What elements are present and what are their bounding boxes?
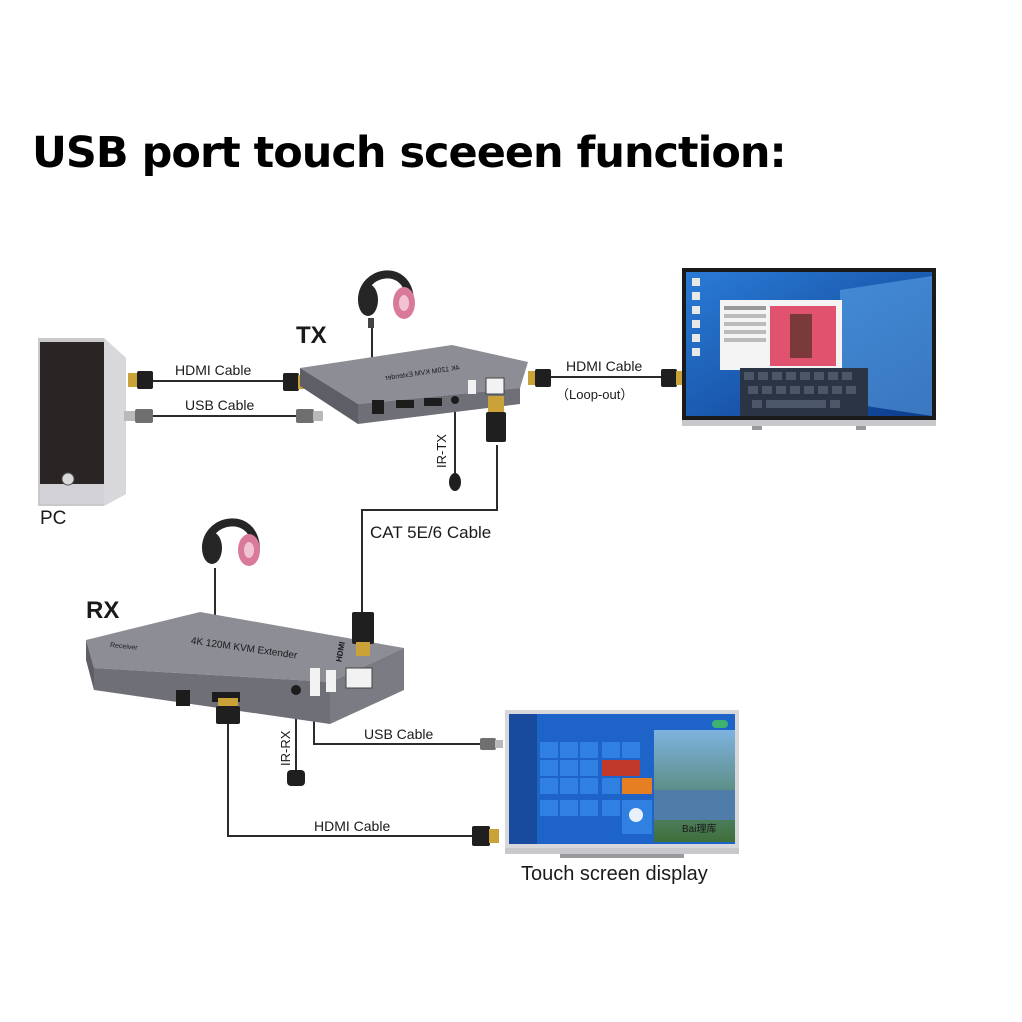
- loop-hdmi-cable-label: HDMI Cable: [566, 358, 642, 374]
- ir-tx-label: IR-TX: [434, 434, 449, 468]
- touch-display-label: Touch screen display: [521, 863, 708, 885]
- cat-cable-label: CAT 5E/6 Cable: [370, 523, 491, 542]
- loop-hdmi-plug-right: [661, 369, 684, 387]
- rx-extender-box: 4K 120M KVM Extender Receiver: [86, 612, 404, 724]
- pc-tower: [38, 338, 126, 506]
- rx-hdmi-plug: [216, 698, 240, 724]
- pc-hdmi-plug: [128, 371, 153, 389]
- display-hdmi-plug: [472, 826, 499, 846]
- pc-hdmi-cable-label: HDMI Cable: [175, 362, 251, 378]
- page-title: USB port touch sceeen function:: [32, 128, 787, 178]
- ir-rx-label: IR-RX: [278, 730, 293, 766]
- tx-headphones: [358, 270, 415, 328]
- rx-label: RX: [86, 597, 119, 624]
- loop-hdmi-plug-left: [528, 369, 551, 387]
- rx-headphones: [202, 518, 260, 566]
- rx-hdmi-cable-label: HDMI Cable: [314, 818, 390, 834]
- display-usb-plug: [480, 738, 503, 750]
- rx-usb-cable-label: USB Cable: [364, 726, 433, 742]
- pc-label: PC: [40, 508, 66, 529]
- rx-box-sub: Receiver: [110, 642, 139, 652]
- rx-hdmi-cable-line: [227, 722, 475, 837]
- tx-usb-plug: [296, 409, 323, 423]
- tx-extender-box: 4K 120M KVM Extender: [300, 345, 528, 424]
- cat-cable-line: [361, 445, 498, 612]
- loop-out-label: （Loop-out）: [556, 387, 633, 402]
- pc-usb-cable-label: USB Cable: [185, 397, 254, 413]
- tx-rj45-plug: [486, 396, 506, 442]
- rx-hdmi-logo: HDMI: [334, 641, 346, 663]
- loop-out-monitor: [682, 268, 936, 430]
- ir-tx-sensor: [449, 473, 461, 491]
- tx-label: TX: [296, 322, 327, 349]
- touch-screen-display: Bai理库: [505, 710, 739, 858]
- pc-usb-plug: [124, 409, 153, 423]
- display-brand-mark: Bai理库: [682, 822, 716, 835]
- rx-rj45-plug: [352, 612, 374, 656]
- ir-rx-sensor: [287, 770, 305, 786]
